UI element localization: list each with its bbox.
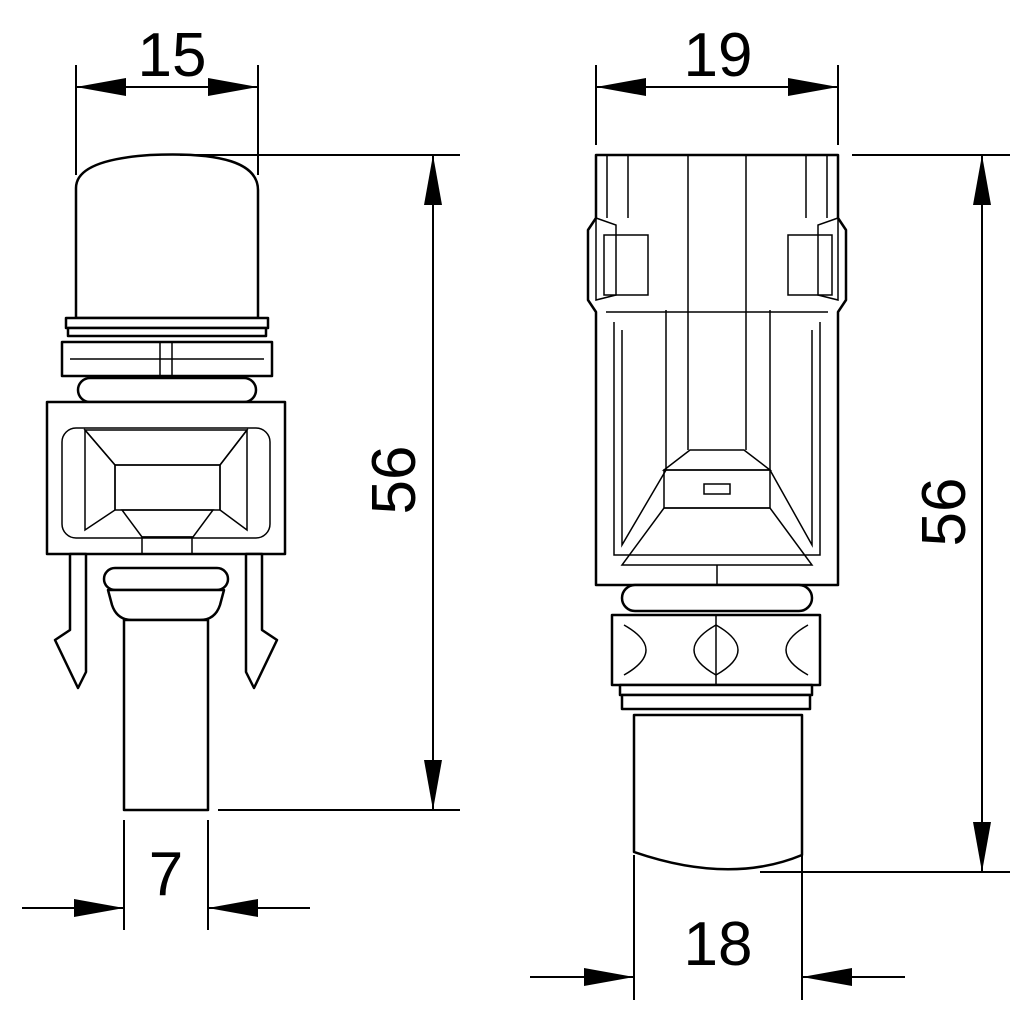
left-width-dimension: 15 — [75, 21, 259, 175]
right-o-ring — [620, 583, 814, 613]
left-seal-ring-2 — [66, 326, 268, 338]
left-contact-pin — [122, 618, 210, 812]
right-width-dimension: 19 — [595, 21, 839, 145]
right-seal-ring-2 — [620, 693, 812, 711]
right-cap-width-dimension: 18 — [530, 855, 905, 1000]
left-o-ring — [76, 376, 258, 404]
left-cap — [74, 153, 260, 320]
left-connector-view — [45, 153, 287, 812]
left-pin-width-label: 7 — [149, 840, 183, 909]
right-cap — [632, 713, 804, 871]
right-width-label: 19 — [684, 21, 753, 90]
right-cap-width-label: 18 — [684, 910, 753, 979]
left-lower-o-ring — [102, 566, 230, 592]
left-pin-width-dimension: 7 — [22, 820, 310, 930]
right-seal-ring-1 — [618, 683, 814, 697]
left-seal-ring-1 — [64, 316, 270, 330]
left-latch-arm-left — [53, 552, 88, 690]
left-height-label: 56 — [360, 446, 429, 515]
left-height-dimension: 56 — [180, 154, 460, 811]
left-body — [45, 400, 287, 556]
right-housing — [586, 153, 848, 587]
right-connector-view — [586, 153, 848, 871]
left-latch-arm-right — [244, 552, 279, 690]
left-width-label: 15 — [138, 21, 207, 90]
right-height-label: 56 — [910, 478, 979, 547]
